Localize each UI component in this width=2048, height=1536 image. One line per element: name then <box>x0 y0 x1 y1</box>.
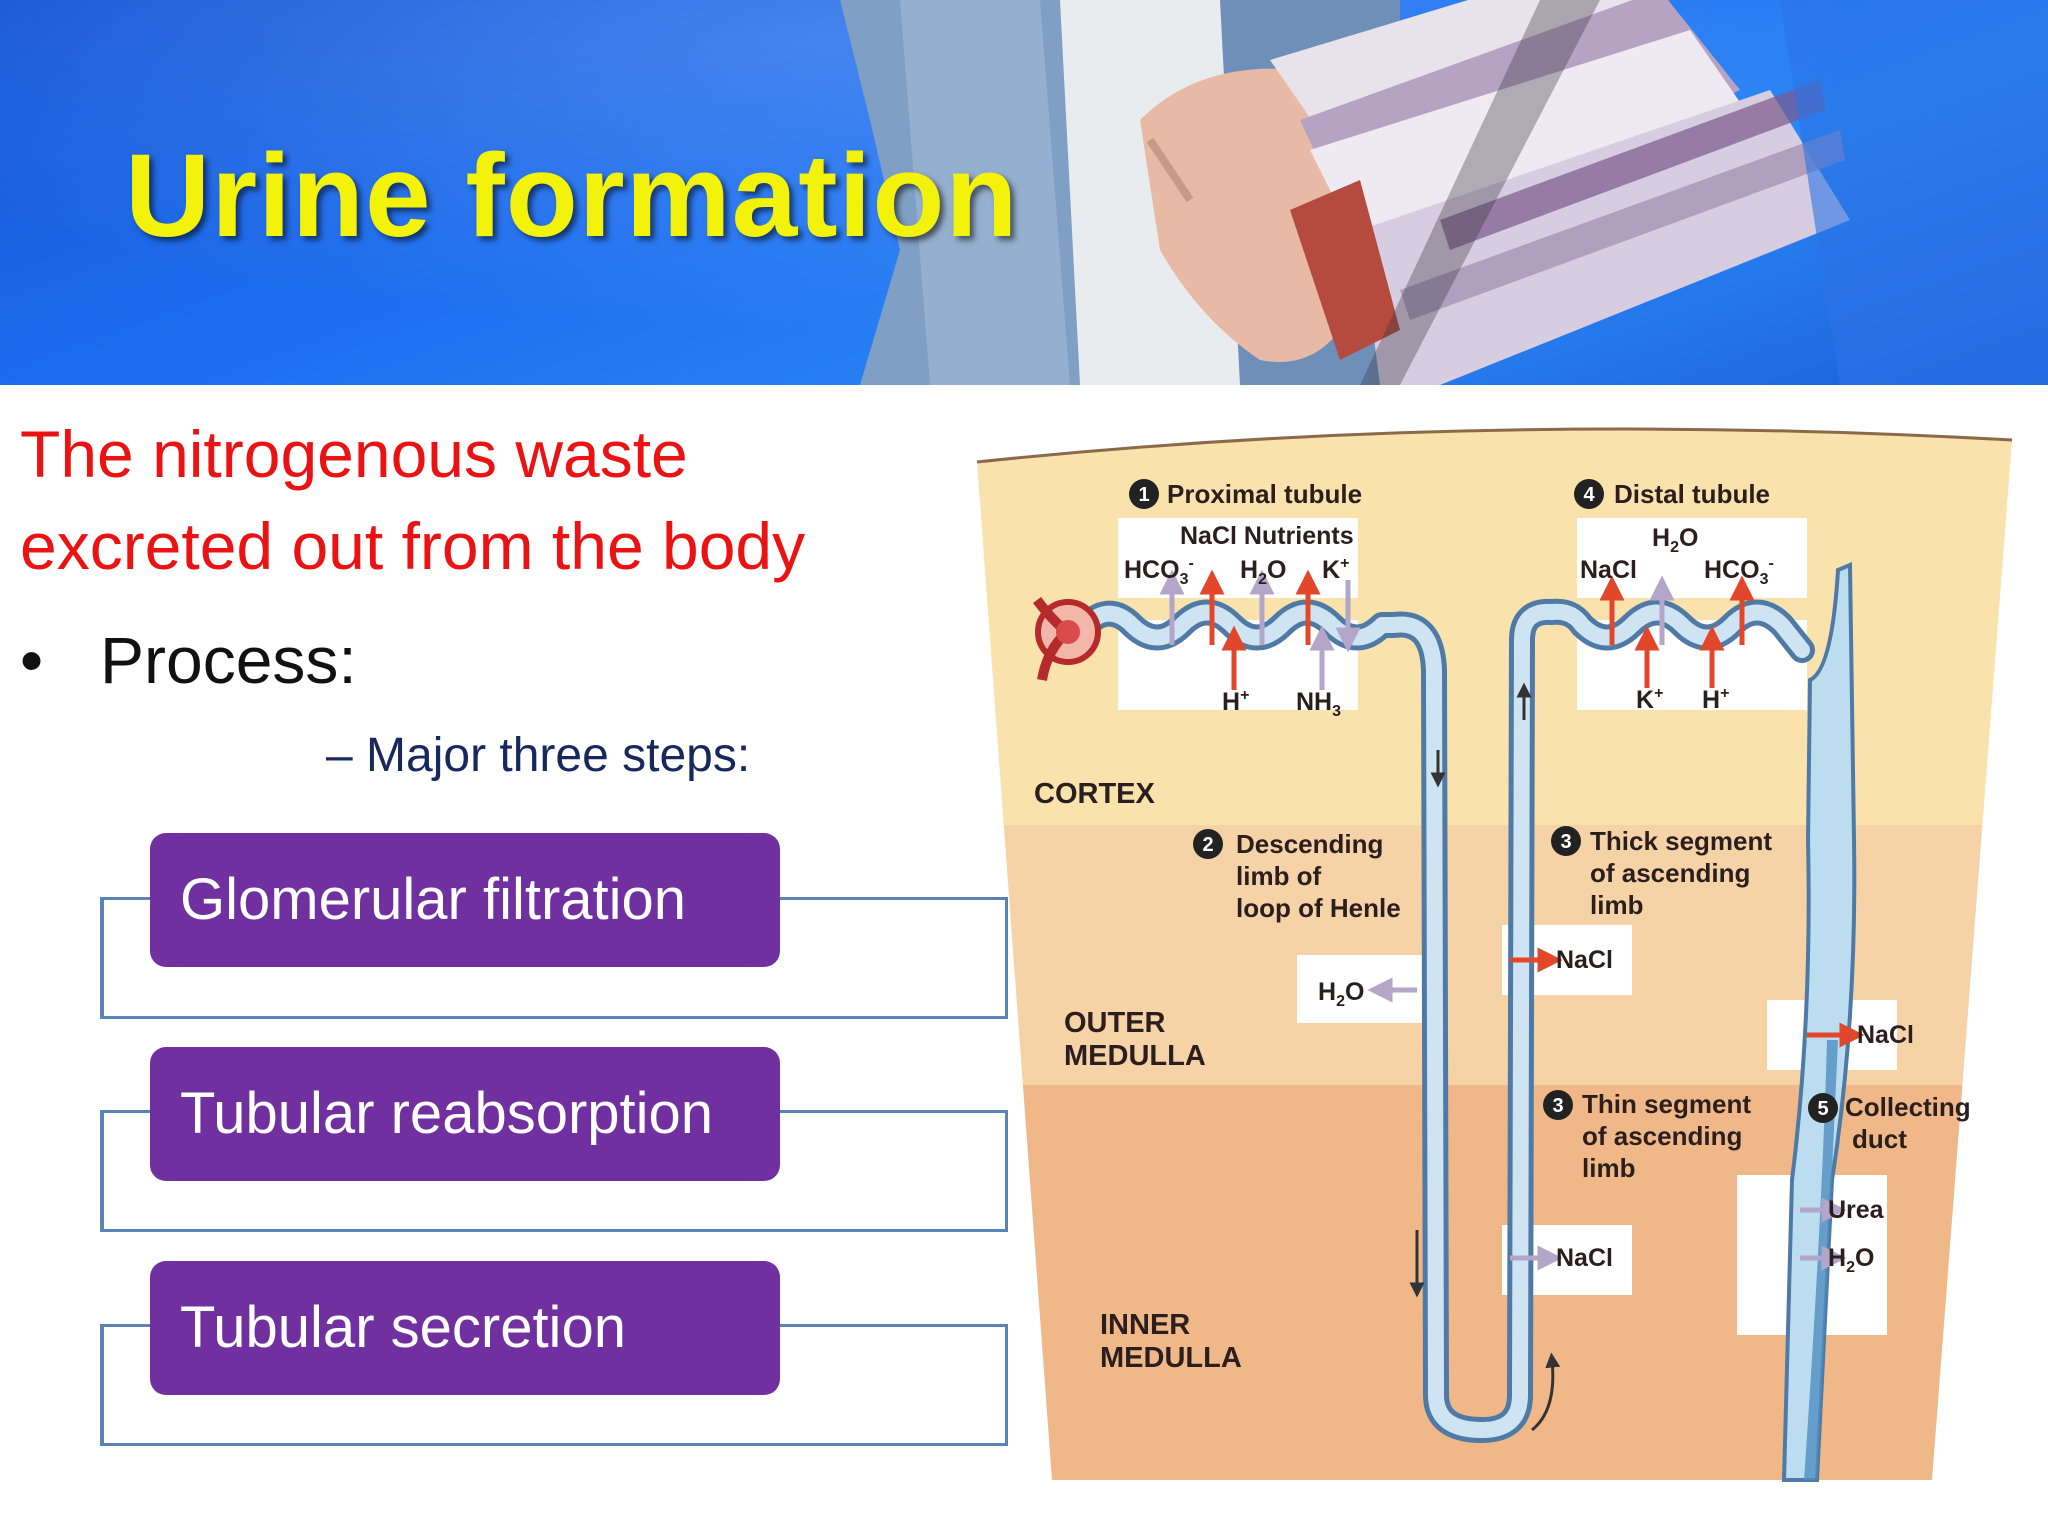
label-cortex: CORTEX <box>1034 778 1156 810</box>
thick-nacl: NaCl <box>1556 946 1613 974</box>
proximal-heading: Proximal tubule <box>1167 479 1362 509</box>
bullet-text: Process: <box>100 623 357 697</box>
marker-3b: 3 <box>1552 1095 1563 1117</box>
glomerulus <box>1033 596 1101 681</box>
distal-h2o: H2O <box>1652 524 1698 556</box>
marker-5: 5 <box>1817 1098 1828 1120</box>
thin-line2: of ascending <box>1582 1121 1742 1151</box>
nephron-tubule <box>1069 598 1815 1443</box>
slide-title: Urine formation <box>125 130 1019 262</box>
marker-2: 2 <box>1202 834 1213 856</box>
marker-4: 4 <box>1583 484 1595 506</box>
distal-k: K+ <box>1636 685 1663 714</box>
sub-bullet-text: – Major three steps: <box>326 729 751 782</box>
thin-line3: limb <box>1582 1153 1635 1183</box>
header-banner: Urine formation <box>0 0 2048 385</box>
student-books-photo <box>840 0 2048 385</box>
distal-heading: Distal tubule <box>1614 479 1770 509</box>
step-number-markers: 1 4 2 3 3 5 <box>1129 479 1838 1123</box>
step-tubular-secretion: Tubular secretion <box>150 1261 780 1395</box>
descending-line2: limb of <box>1236 861 1322 891</box>
collecting-duct <box>1781 562 1857 1482</box>
thick-line2: of ascending <box>1590 858 1750 888</box>
descending-line1: Descending <box>1236 829 1383 859</box>
distal-h: H+ <box>1702 685 1729 714</box>
marker-1: 1 <box>1138 484 1149 506</box>
proximal-h: H+ <box>1222 687 1249 716</box>
collecting-line1: Collecting <box>1845 1092 1971 1122</box>
label-inner: INNER <box>1100 1309 1190 1341</box>
label-outer-medulla: MEDULLA <box>1064 1040 1206 1072</box>
lead-text: The nitrogenous waste excreted out from … <box>20 417 806 583</box>
collecting-line2: duct <box>1852 1124 1907 1154</box>
marker-3a: 3 <box>1560 831 1571 853</box>
nephron-diagram: 1 4 2 3 3 5 CORTEX OUTER MEDULLA INNER M… <box>976 427 2013 1482</box>
bullet-dot: • <box>20 623 44 697</box>
proximal-h2o: H2O <box>1240 556 1286 588</box>
process-bullet: • Process: <box>20 622 357 698</box>
distal-nacl: NaCl <box>1580 556 1637 584</box>
distal-hco3: HCO3- <box>1704 555 1774 588</box>
thick-line3: limb <box>1590 890 1643 920</box>
step-tubular-reabsorption: Tubular reabsorption <box>150 1047 780 1181</box>
thick-line1: Thick segment <box>1590 826 1772 856</box>
proximal-nh3: NH3 <box>1296 688 1341 720</box>
proximal-top-row: NaCl Nutrients <box>1180 522 1354 550</box>
collecting-h2o: H2O <box>1828 1244 1874 1276</box>
collecting-nacl: NaCl <box>1857 1021 1914 1049</box>
step-glomerular-filtration: Glomerular filtration <box>150 833 780 967</box>
label-outer: OUTER <box>1064 1007 1166 1039</box>
label-inner-medulla: MEDULLA <box>1100 1342 1242 1374</box>
proximal-hco3: HCO3- <box>1124 555 1194 588</box>
thin-nacl: NaCl <box>1556 1244 1613 1272</box>
proximal-k: K+ <box>1322 555 1349 584</box>
descending-h2o: H2O <box>1318 978 1364 1010</box>
descending-line3: loop of Henle <box>1236 893 1401 923</box>
thin-line1: Thin segment <box>1582 1089 1751 1119</box>
collecting-urea: Urea <box>1828 1196 1885 1224</box>
